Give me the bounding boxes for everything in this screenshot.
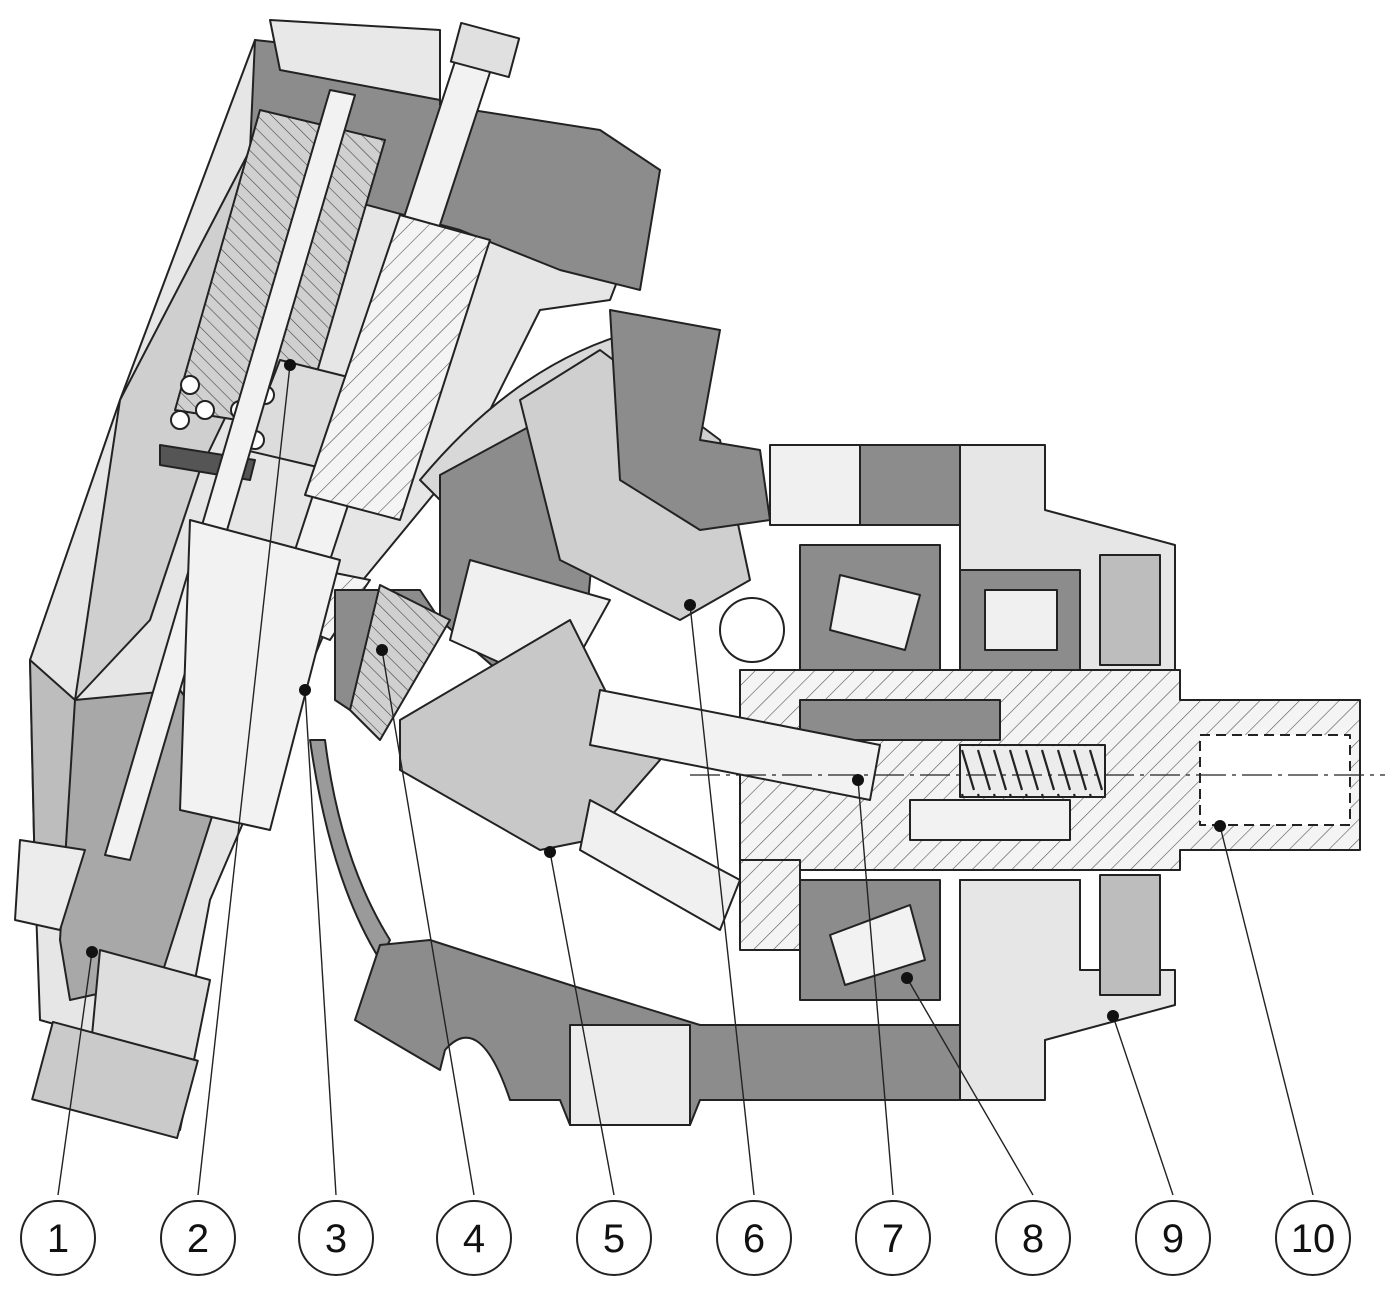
connecting-rod — [579, 597, 881, 931]
upper-right-housing-lobe — [609, 309, 961, 531]
leader-dot-4 — [376, 644, 388, 656]
leader-line-9 — [1112, 1015, 1174, 1196]
callout-4: 4 — [436, 1200, 512, 1276]
leader-line-10 — [1219, 825, 1314, 1196]
callout-6: 6 — [716, 1200, 792, 1276]
callout-label: 3 — [325, 1217, 347, 1261]
callout-label: 9 — [1162, 1217, 1184, 1261]
callout-label: 6 — [743, 1217, 765, 1261]
lower-housing-base — [354, 939, 961, 1126]
leader-dots — [86, 359, 1226, 1022]
callout-label: 5 — [603, 1217, 625, 1261]
leader-dot-9 — [1107, 1010, 1119, 1022]
callout-label: 4 — [463, 1217, 485, 1261]
leader-line-4 — [381, 649, 475, 1196]
callout-7: 7 — [855, 1200, 931, 1276]
leader-line-2 — [197, 364, 291, 1196]
leader-line-8 — [906, 977, 1034, 1196]
leader-line-1 — [57, 951, 93, 1196]
leader-dot-2 — [284, 359, 296, 371]
callout-5: 5 — [576, 1200, 652, 1276]
leader-dot-5 — [544, 846, 556, 858]
leader-dot-8 — [901, 972, 913, 984]
front-flange — [959, 444, 1176, 1101]
callout-row: 1 2 3 4 5 6 7 8 — [20, 1200, 1351, 1276]
leader-dot-6 — [684, 599, 696, 611]
leader-dot-3 — [299, 684, 311, 696]
callout-9: 9 — [1135, 1200, 1211, 1276]
callout-label: 2 — [187, 1217, 209, 1261]
callout-label: 1 — [47, 1217, 69, 1261]
leader-line-3 — [304, 689, 337, 1196]
callout-label: 10 — [1291, 1217, 1336, 1261]
leader-dot-7 — [852, 774, 864, 786]
drive-shaft — [739, 669, 1361, 951]
lower-piston-assembly — [31, 519, 341, 1140]
callout-10: 10 — [1275, 1200, 1351, 1276]
pump-body-drawing — [14, 19, 1385, 1140]
leader-dot-1 — [86, 946, 98, 958]
callout-label: 7 — [882, 1217, 904, 1261]
leader-lines — [57, 364, 1314, 1196]
leader-line-5 — [549, 851, 615, 1196]
callout-1: 1 — [20, 1200, 96, 1276]
callout-2: 2 — [160, 1200, 236, 1276]
callout-3: 3 — [298, 1200, 374, 1276]
callout-label: 8 — [1022, 1217, 1044, 1261]
upper-bearing — [799, 544, 1081, 671]
callout-8: 8 — [995, 1200, 1071, 1276]
leader-dot-10 — [1214, 820, 1226, 832]
leader-line-6 — [689, 604, 755, 1196]
leader-line-7 — [857, 779, 894, 1196]
